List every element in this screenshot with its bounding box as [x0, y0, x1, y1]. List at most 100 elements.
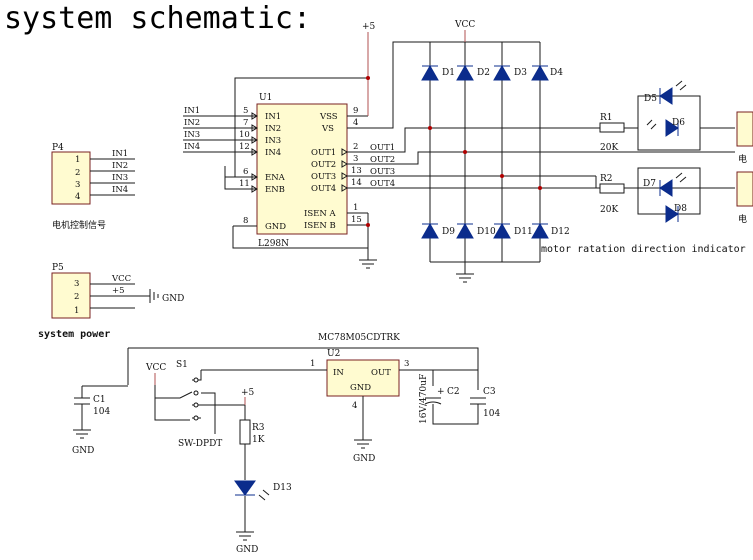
u1-output-nets: OUT1 OUT2 OUT3 OUT4	[370, 143, 395, 189]
led-d6-symbol	[665, 119, 679, 137]
bridge-gnd-symbol	[456, 273, 474, 283]
u1-driver-ic: U1 L298N 5 7 10 12 6 11 8 IN1 IN2 IN3 IN…	[183, 22, 735, 269]
u1-pin-num: 11	[239, 179, 250, 189]
u1-pin-num: 7	[243, 118, 248, 128]
u1-pin-num: 9	[353, 106, 358, 116]
u2-gnd-label: GND	[350, 383, 371, 393]
r3-ref: R3	[252, 423, 265, 433]
u1-part: L298N	[258, 239, 289, 249]
led-d7-label: D7	[643, 179, 656, 189]
u1-pin-name: VSS	[319, 112, 338, 122]
p4-pin-num: 1	[75, 155, 80, 165]
indicator-caption: motor ratation direction indicator	[541, 244, 746, 255]
d13-gnd-label: GND	[236, 545, 258, 555]
p4-net-label: IN3	[112, 173, 128, 183]
c2-plus: +	[437, 387, 445, 397]
r1-ref: R1	[600, 113, 613, 123]
motor2-connector	[736, 171, 753, 207]
p4-net-label: IN1	[112, 149, 128, 159]
u1-pin-name: OUT4	[311, 184, 336, 194]
u1-pin-num: 2	[353, 142, 358, 152]
diode-d2-label: D2	[477, 68, 490, 78]
p5-pin-num: 3	[74, 279, 79, 289]
net-in2-label: IN2	[184, 118, 200, 128]
u1-pin-num: 4	[353, 118, 358, 128]
net-in1-label: IN1	[184, 106, 200, 116]
u1-pin-num: 8	[243, 216, 248, 226]
u1-pin-name: ISEN B	[304, 221, 336, 231]
diode-d4-label: D4	[550, 68, 563, 78]
led-d5-symbol	[659, 87, 673, 105]
u1-gnd-symbol	[359, 259, 377, 269]
u1-pin-name: OUT1	[311, 148, 336, 158]
u2-gnd-symbol	[354, 439, 372, 449]
c1-gnd-symbol	[73, 429, 91, 439]
motor1-connector	[736, 111, 753, 147]
d13-ref: D13	[273, 483, 292, 493]
power-section: MC78M05CDTRK U2 IN OUT GND 1 3 4 C1 104 …	[72, 333, 500, 555]
p5-ref: P5	[52, 263, 64, 273]
u1-pin-name: ENA	[265, 173, 286, 183]
u2-in-label: IN	[333, 368, 344, 378]
u1-pin-name: IN2	[265, 124, 281, 134]
c1-value: 104	[93, 407, 110, 417]
resistor-r1	[599, 122, 625, 133]
u1-pin-num: 6	[243, 167, 248, 177]
led-d7-symbol	[659, 179, 673, 197]
junction-dot	[500, 174, 504, 178]
r2-value: 20K	[600, 205, 618, 215]
junction-dot	[428, 126, 432, 130]
u1-pin-name: OUT2	[311, 160, 336, 170]
r3-value: 1K	[252, 435, 265, 445]
diode-d12-symbol	[531, 222, 549, 239]
p4-ref: P4	[52, 143, 64, 153]
junction-dot	[366, 223, 370, 227]
u1-pin-name: ISEN A	[304, 209, 337, 219]
p5-net-label: +5	[112, 286, 125, 296]
p4-connector: P4 1 2 3 4 IN1 IN2 IN3 IN4 电机控制信号	[51, 143, 135, 231]
u1-ref: U1	[259, 93, 272, 103]
diode-d9-label: D9	[442, 227, 455, 237]
junction-dot	[538, 186, 542, 190]
u2-gnd-net-label: GND	[353, 454, 375, 464]
u1-pin-num: 5	[243, 106, 248, 116]
junction-dot	[463, 150, 467, 154]
diode-d4-symbol	[531, 64, 549, 81]
junction-dot	[366, 76, 370, 80]
u2-pin-out: 3	[404, 359, 409, 369]
p5-pin-num: 1	[74, 306, 79, 316]
u1-right-pins: 9 4 2 3 13 14 1 15 VSS VS OUT1 OUT2 OUT3…	[304, 106, 368, 231]
r2-ref: R2	[600, 174, 613, 184]
diode-d3-symbol	[493, 64, 511, 81]
net-out2-label: OUT2	[370, 155, 395, 165]
led-d13-symbol	[234, 480, 256, 496]
r1-value: 20K	[600, 143, 618, 153]
led-d8-label: D8	[674, 204, 687, 214]
diode-d1-symbol	[421, 64, 439, 81]
s1-type: SW-DPDT	[178, 439, 222, 449]
resistor-r2	[599, 183, 625, 194]
p4-pin-num: 2	[75, 168, 80, 178]
diode-d10-symbol	[456, 222, 474, 239]
u1-pin-num: 15	[351, 215, 362, 225]
diode-d11-label: D11	[514, 227, 533, 237]
net-out3-label: OUT3	[370, 167, 395, 177]
u1-pin-num: 12	[239, 142, 250, 152]
p5-caption: system power	[38, 329, 110, 340]
u2-pin-gnd: 4	[352, 401, 357, 411]
r3-plus5-label: +5	[241, 388, 255, 398]
plus5-label: +5	[362, 22, 376, 32]
u1-pin-num: 3	[353, 154, 358, 164]
u1-pin-num: 10	[239, 130, 250, 140]
p4-net-label: IN2	[112, 161, 128, 171]
diode-bridge: VCC D1 D2 D3 D4 D9 D10 D11 D12	[421, 20, 570, 283]
p4-pin-num: 4	[75, 192, 80, 202]
diode-d2-symbol	[456, 64, 474, 81]
u1-pin-name: VS	[321, 124, 334, 134]
u1-pin-name: IN1	[265, 112, 281, 122]
c1-gnd-label: GND	[72, 446, 94, 456]
u2-out-label: OUT	[371, 368, 391, 378]
led-d5-label: D5	[644, 94, 657, 104]
diode-d3-label: D3	[514, 68, 527, 78]
